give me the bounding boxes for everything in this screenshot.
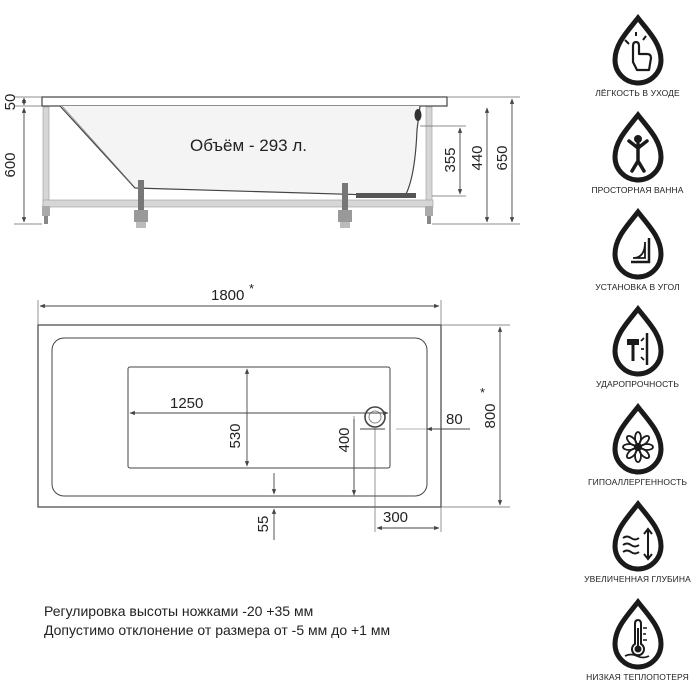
tub-rim-inner <box>51 337 428 497</box>
dim-inner-length-label: 1250 <box>170 395 203 412</box>
dim-inner-width-label: 530 <box>227 423 244 448</box>
feature-label: ЛЁГКОСТЬ В УХОДЕ <box>595 88 680 98</box>
feature-low-heat-loss: НИЗКАЯ ТЕПЛОПОТЕРЯ <box>580 598 695 682</box>
feature-corner-install: УСТАНОВКА В УГОЛ <box>580 208 695 292</box>
overflow-outlet <box>414 109 422 121</box>
impact-resistance-icon <box>611 305 664 377</box>
feature-label: УВЕЛИЧЕННАЯ ГЛУБИНА <box>584 574 691 584</box>
feature-hypoallergenic: ГИПОАЛЛЕРГЕННОСТЬ <box>580 403 695 487</box>
feature-label: УДАРОПРОЧНОСТЬ <box>596 379 679 389</box>
tub-outline <box>37 324 442 508</box>
note-tolerance: Допустимо отклонение от размера от -5 мм… <box>44 622 391 638</box>
dim-width-label: 800 <box>482 403 499 428</box>
frame-leg-right <box>425 106 433 208</box>
notes: Регулировка высоты ножками -20 +35 мм До… <box>44 602 390 640</box>
frame-leg-left <box>42 106 50 208</box>
feature-label: УСТАНОВКА В УГОЛ <box>595 282 680 292</box>
feature-impact-resistance: УДАРОПРОЧНОСТЬ <box>580 305 695 389</box>
dim-width-mark: * <box>480 385 485 400</box>
side-view: 50 600 355 440 650 Объём - 293 л. <box>2 94 520 228</box>
easy-care-icon <box>611 14 664 86</box>
dim-height-label: 600 <box>2 152 19 177</box>
drain-pipe <box>356 193 416 198</box>
dim-depth-label: 355 <box>442 147 459 172</box>
dim-bottom-offset-label: 55 <box>255 516 272 533</box>
dim-length-mark: * <box>249 281 254 296</box>
feature-label: НИЗКАЯ ТЕПЛОПОТЕРЯ <box>586 672 689 682</box>
volume-label: Объём - 293 л. <box>190 136 307 155</box>
low-heat-loss-icon <box>611 598 664 670</box>
dim-drain-end-label: 300 <box>383 509 408 526</box>
dim-drain-x-label: 80 <box>446 411 463 428</box>
bathtub-rim <box>41 96 448 107</box>
dim-length-label: 1800 <box>211 287 244 304</box>
feature-increased-depth: УВЕЛИЧЕННАЯ ГЛУБИНА <box>580 500 695 584</box>
dim-total-height-label: 650 <box>494 145 511 170</box>
drain-hole <box>364 406 386 428</box>
dim-rim-label: 50 <box>2 94 19 111</box>
feature-label: ГИПОАЛЛЕРГЕННОСТЬ <box>587 477 688 487</box>
support-foot <box>138 180 144 216</box>
frame-base <box>42 199 434 208</box>
dim-drain-y-label: 400 <box>336 427 353 452</box>
spacious-bath-icon <box>611 111 664 183</box>
dim-inner-height-label: 440 <box>469 145 486 170</box>
feature-label: ПРОСТОРНАЯ ВАННА <box>591 185 684 195</box>
support-foot <box>342 183 348 216</box>
top-view: 1800 * 800 * 1250 530 400 80 55 300 <box>37 281 510 540</box>
note-height-adjustment: Регулировка высоты ножками -20 +35 мм <box>44 603 314 619</box>
tub-bottom <box>127 366 391 469</box>
corner-install-icon <box>611 208 664 280</box>
feature-easy-care: ЛЁГКОСТЬ В УХОДЕ <box>580 14 695 98</box>
hypoallergenic-icon <box>611 403 664 475</box>
increased-depth-icon <box>611 500 664 572</box>
feature-spacious-bath: ПРОСТОРНАЯ ВАННА <box>580 111 695 195</box>
